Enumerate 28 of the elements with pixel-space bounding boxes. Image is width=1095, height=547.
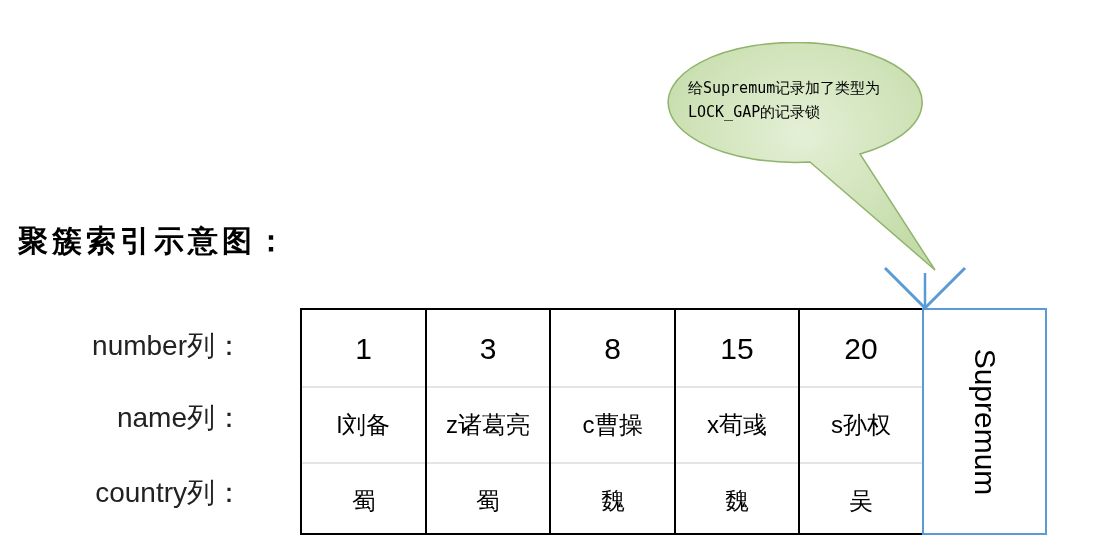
record-column (549, 308, 676, 535)
cell-value: 20 (844, 330, 878, 367)
cell-value: 蜀 (351, 485, 376, 516)
cell-value: 8 (604, 330, 621, 367)
cell-value: x荀彧 (707, 410, 767, 440)
cell-value: z诸葛亮 (446, 410, 530, 440)
title: 聚簇索引示意图： (18, 222, 290, 260)
callout-text: 给Supremum记录加了类型为LOCK_GAP的记录锁 (688, 79, 881, 121)
cell-value: 3 (479, 330, 497, 367)
cell-value: 魏 (600, 485, 625, 516)
supremum-record (922, 308, 1047, 535)
row-label: number列： (92, 332, 243, 360)
cell-value: 魏 (725, 485, 749, 516)
cell-value: 吴 (849, 485, 873, 516)
cell-value: 15 (720, 330, 754, 367)
row-label: country列： (95, 479, 243, 507)
arrow (883, 266, 967, 310)
row-label: name列： (116, 404, 243, 432)
cell-value: l刘备 (336, 410, 391, 440)
record-column (425, 308, 551, 535)
record-label: Supremum (968, 348, 1001, 495)
cell-value: s孙权 (831, 410, 891, 440)
record-column (300, 308, 427, 535)
record-column (674, 308, 800, 535)
cell-value: 蜀 (476, 485, 500, 516)
cell-value: 1 (355, 330, 372, 367)
cell-value: c曹操 (582, 410, 643, 440)
record-column (798, 308, 924, 535)
